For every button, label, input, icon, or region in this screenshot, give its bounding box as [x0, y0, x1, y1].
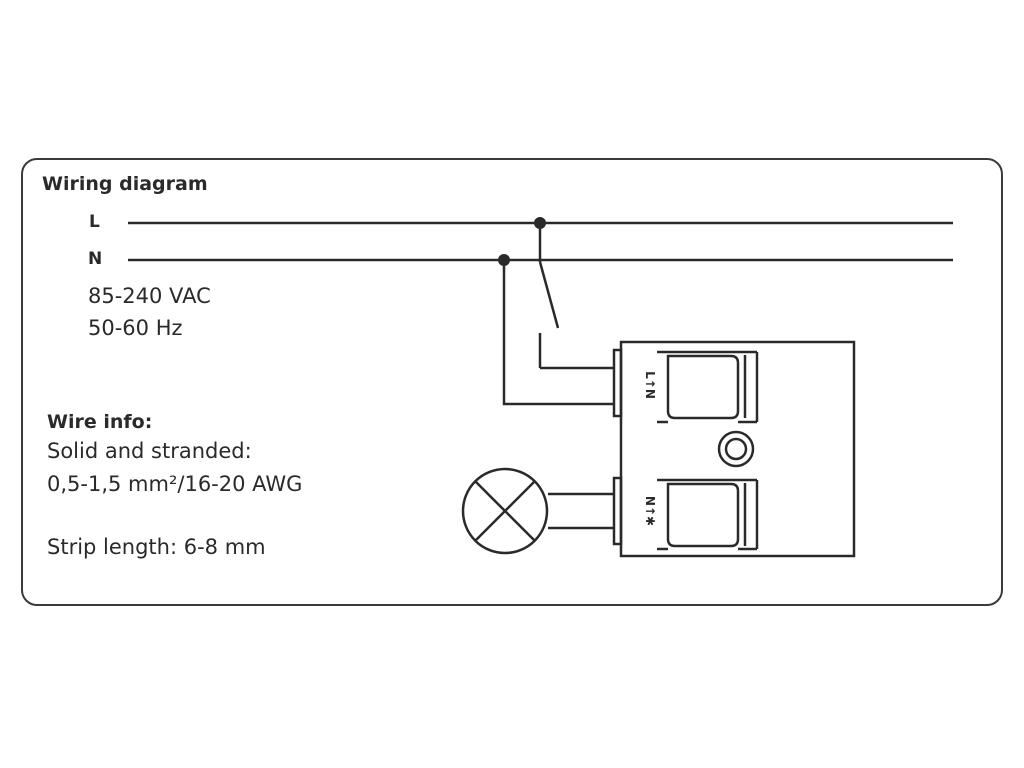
terminal-label-lower: N↑✱: [643, 496, 657, 526]
button-icon: [717, 430, 755, 468]
lamp-icon: [461, 467, 549, 555]
live-junction-dot: [534, 217, 546, 229]
neutral-line-label: N: [88, 249, 103, 269]
neutral-junction-dot: [498, 254, 510, 266]
wiring-diagram-panel: [21, 158, 1003, 606]
supply-frequency: 50-60 Hz: [88, 316, 183, 340]
switch-icon: [538, 223, 560, 368]
diagram-title: Wiring diagram: [42, 173, 208, 195]
terminal-label-upper: L↑N: [643, 371, 657, 399]
neutral-wire-to-module: [502, 260, 614, 406]
terminal-clamp-upper: [655, 350, 759, 424]
live-line-label: L: [89, 212, 100, 232]
terminal-clamp-lower: [657, 478, 759, 551]
wire-info-size: 0,5-1,5 mm²/16-20 AWG: [47, 472, 303, 496]
wire-strip-length: Strip length: 6-8 mm: [47, 535, 266, 559]
wire-info-title: Wire info:: [47, 411, 153, 433]
supply-voltage: 85-240 VAC: [88, 284, 211, 308]
wire-info-type: Solid and stranded:: [47, 439, 252, 463]
relay-module: [612, 340, 856, 558]
